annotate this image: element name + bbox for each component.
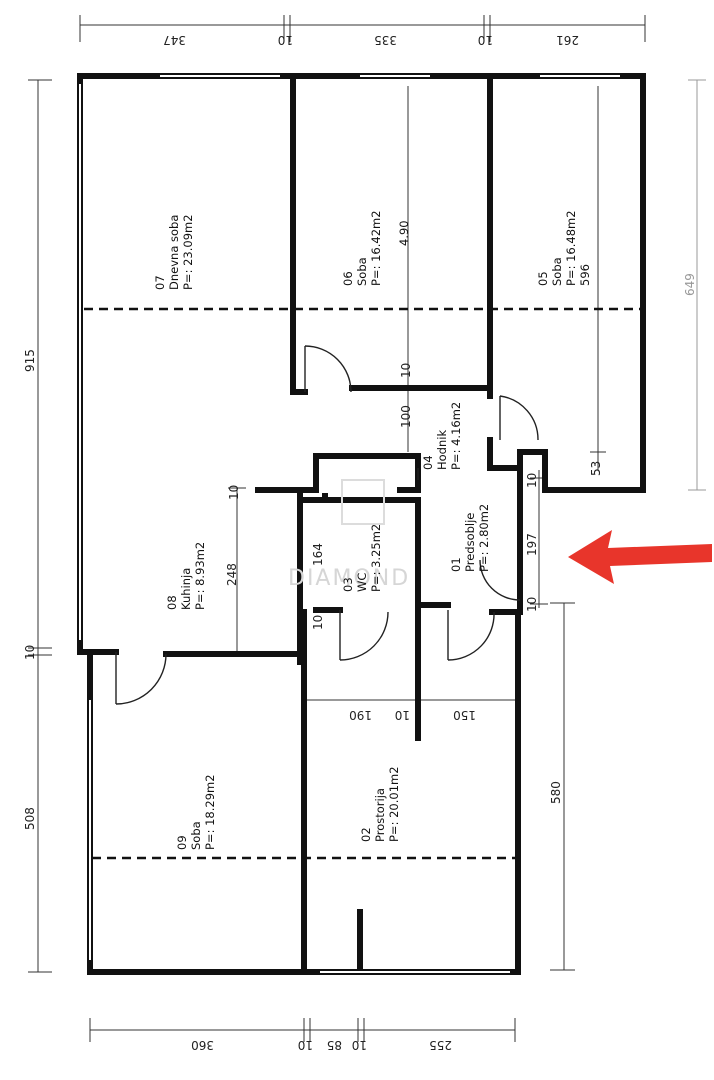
room-03: 03 WC P=: 3.25m2 [341,524,383,592]
room-03-area: P=: 3.25m2 [369,524,383,592]
room-02-num: 02 [359,827,373,842]
dim-int-10-mid: 10 [395,708,410,722]
room-09: 09 Soba P=: 18.29m2 [175,774,217,850]
dim-left-10: 10 [23,645,37,660]
dim-top-10b: 10 [478,33,493,47]
room-07-area: P=: 23.09m2 [181,214,195,290]
room-03-num: 03 [341,577,355,592]
room-01-name: Predsoblje [463,513,477,572]
room-06-num: 06 [341,271,355,286]
watermark: DIAMOND [288,479,410,591]
room-04: 04 Hodnik P=: 4.16m2 [421,402,463,470]
dim-top-347: 347 [163,33,186,47]
dim-left-915: 915 [23,349,37,372]
room-08: 08 Kuhinja P=: 8.93m2 [165,542,207,610]
dimension-lines [28,15,706,1042]
room-04-num: 04 [421,455,435,470]
dim-int-197: 197 [525,533,539,556]
dim-int-10-soba06: 10 [399,363,413,378]
arrow-pointer [568,530,712,584]
dim-int-150: 150 [453,708,476,722]
dim-int-164: 164 [311,543,325,566]
dim-int-190: 190 [349,708,372,722]
room-04-name: Hodnik [435,430,449,470]
dim-int-10-kuh: 10 [227,485,241,500]
dim-right-649: 649 [683,273,697,296]
room-02: 02 Prostorija P=: 20.01m2 [359,766,401,842]
room-07-name: Dnevna soba [167,215,181,290]
dim-int-53: 53 [589,461,603,476]
door-swings [115,345,539,705]
room-07: 07 Dnevna soba P=: 23.09m2 [153,214,195,290]
room-06-area: P=: 16.42m2 [369,210,383,286]
room-01: 01 Predsoblje P=: 2.80m2 [449,504,491,572]
watermark-text: DIAMOND [288,566,410,591]
room-05-num: 05 [536,271,550,286]
dim-int-100: 100 [399,405,413,428]
dim-right-580: 580 [549,781,563,804]
room-05-extra: 596 [578,264,592,286]
room-04-area: P=: 4.16m2 [449,402,463,470]
dim-int-10-wc: 10 [311,615,325,630]
dim-top-10a: 10 [278,33,293,47]
dim-bottom-10a: 10 [298,1038,313,1052]
dim-bottom-10b: 10 [352,1038,367,1052]
room-05-name: Soba [550,257,564,286]
room-01-num: 01 [449,557,463,572]
room-06: 06 Soba P=: 16.42m2 4.90 [341,210,411,286]
room-05: 05 Soba P=: 16.48m2 596 [536,210,592,286]
room-03-name: WC [355,573,369,592]
dim-bottom-255: 255 [429,1038,452,1052]
dim-left-508: 508 [23,807,37,830]
dim-top-261: 261 [556,33,579,47]
dim-bottom-360: 360 [191,1038,214,1052]
room-06-name: Soba [355,257,369,286]
room-07-num: 07 [153,275,167,290]
room-labels: 07 Dnevna soba P=: 23.09m2 06 Soba P=: 1… [153,210,592,850]
dim-top-335: 335 [374,33,397,47]
room-05-area: P=: 16.48m2 [564,210,578,286]
room-01-area: P=: 2.80m2 [477,504,491,572]
room-02-name: Prostorija [373,788,387,842]
room-09-num: 09 [175,835,189,850]
room-08-num: 08 [165,595,179,610]
dimension-texts: 347 10 335 10 261 915 10 508 649 580 360… [23,33,697,1052]
dim-int-10-pred-bot: 10 [525,597,539,612]
dim-int-248: 248 [225,563,239,586]
walls [77,73,646,975]
room-09-area: P=: 18.29m2 [203,774,217,850]
room-08-name: Kuhinja [179,568,193,610]
dim-bottom-85: 85 [327,1038,342,1052]
dim-int-10-pred-top: 10 [525,473,539,488]
room-02-area: P=: 20.01m2 [387,766,401,842]
room-09-name: Soba [189,821,203,850]
room-08-area: P=: 8.93m2 [193,542,207,610]
room-06-extra: 4.90 [397,220,411,246]
